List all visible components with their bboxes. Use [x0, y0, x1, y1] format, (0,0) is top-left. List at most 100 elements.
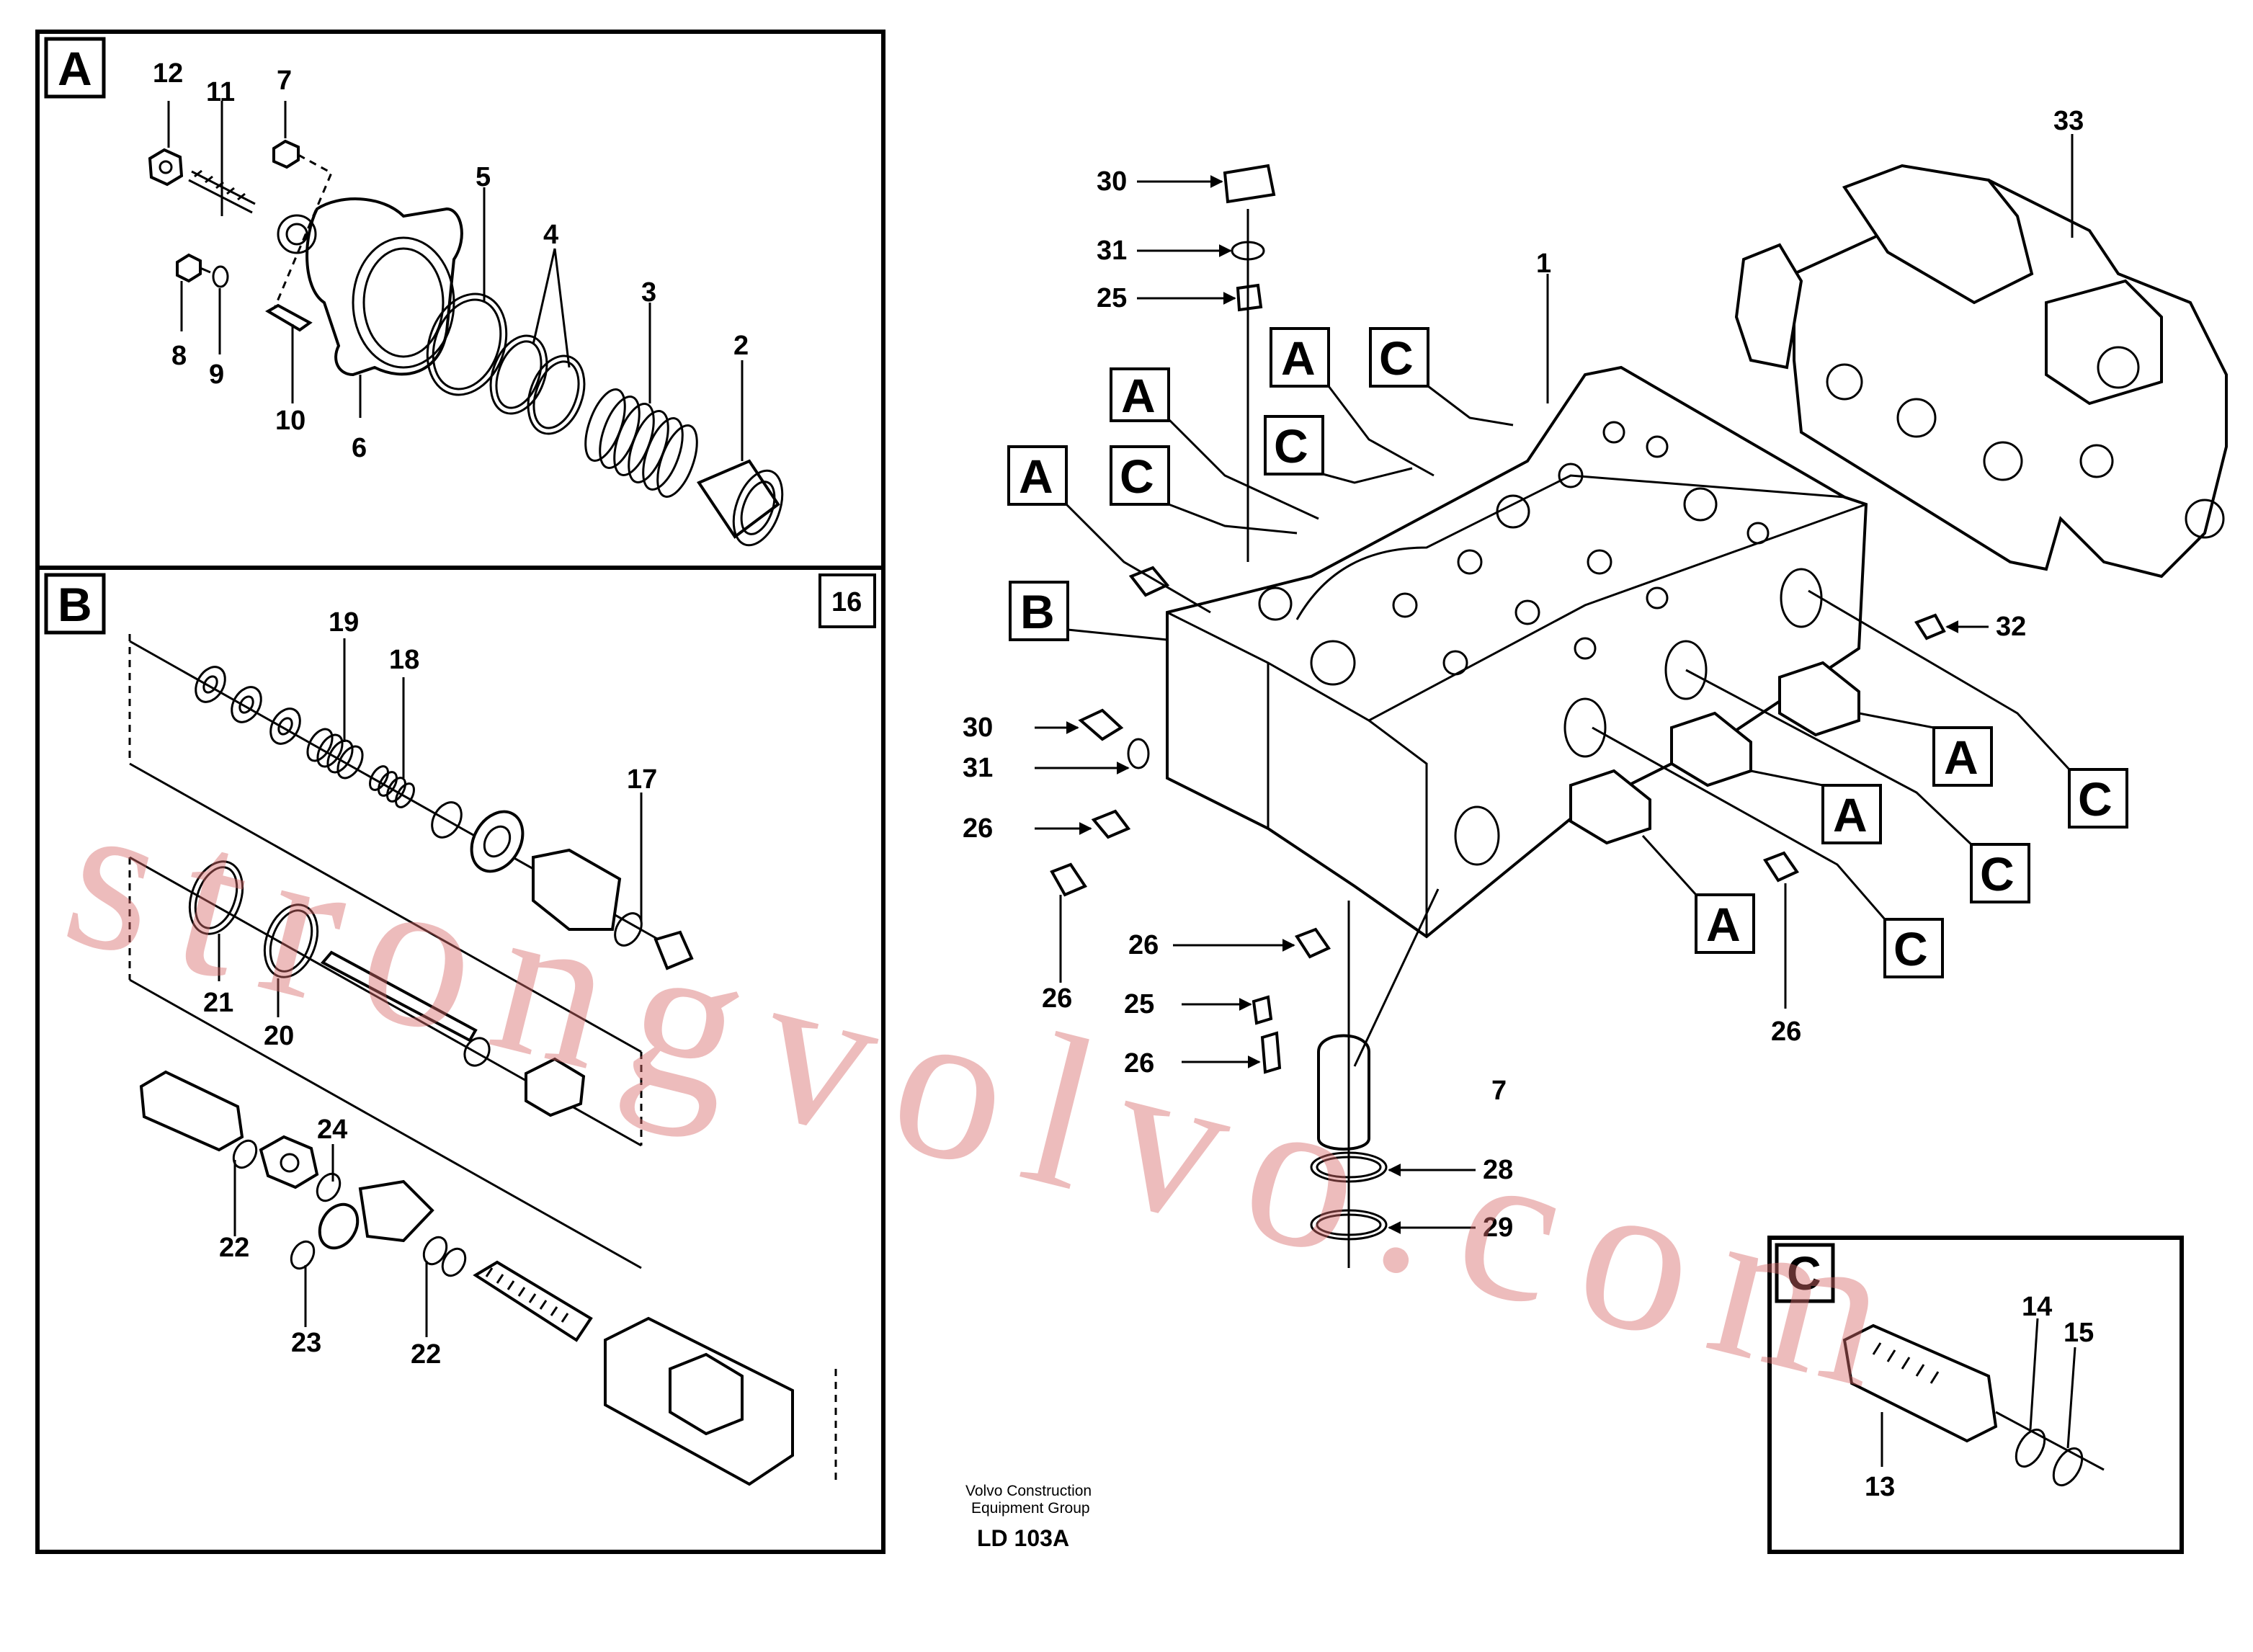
ring-24: [316, 1172, 342, 1202]
label-26e: 26: [1771, 1017, 1801, 1047]
panel-b-label: B: [58, 578, 92, 631]
label-7: 7: [277, 66, 292, 96]
panel-c: C 13 14 15: [1767, 1236, 2184, 1554]
side-port: [1563, 697, 1607, 758]
plug-30: [1078, 708, 1124, 741]
label-26a: 26: [963, 813, 993, 844]
ring-31: [1127, 738, 1150, 769]
top-ports: [1258, 421, 1770, 686]
callout-a-6: A: [1641, 834, 1755, 954]
footer-drawing-code: LD 103A: [977, 1525, 1069, 1551]
label-9: 9: [209, 360, 224, 390]
callout-b: B: [1009, 581, 1168, 641]
panel-a: A: [35, 30, 885, 570]
valve-assembly-33: 33: [1734, 106, 2228, 579]
label-26c: 26: [1042, 983, 1072, 1014]
label-33: 33: [2053, 106, 2084, 136]
cartridge: [1778, 661, 1860, 737]
label-18: 18: [389, 645, 419, 675]
panel-b-ref-box: [818, 573, 876, 628]
coupler: [139, 1070, 244, 1152]
callout-c-3: C: [1110, 445, 1298, 535]
label-20: 20: [264, 1021, 294, 1051]
washer-stack: [195, 666, 301, 745]
callout-a-3: A: [1007, 445, 1211, 614]
svg-text:C: C: [1893, 922, 1928, 975]
svg-text:C: C: [2078, 772, 2113, 826]
label-22b: 22: [411, 1339, 441, 1370]
label-7b: 7: [1491, 1076, 1507, 1106]
panel-a-label: A: [58, 42, 92, 95]
valve-block: 30 31 25 1 30 31 26 26 26 25 26 7 28 29 …: [963, 164, 2026, 1268]
washer: [431, 801, 463, 839]
stem: [473, 1260, 593, 1342]
callout-a-4: A: [1858, 712, 1993, 787]
plug-26c: [1050, 862, 1087, 897]
label-19: 19: [329, 607, 359, 638]
panel-b-label-box: [44, 573, 106, 635]
screw-11: [188, 170, 256, 214]
panel-c-frame: [1767, 1236, 2184, 1554]
svg-text:C: C: [1120, 450, 1154, 503]
washer-9: [212, 265, 229, 288]
ring-4b: [527, 354, 586, 435]
rod: [320, 950, 478, 1042]
label-30b: 30: [963, 713, 993, 743]
screw-10: [265, 303, 313, 332]
top-screw-25: [1236, 283, 1263, 312]
callout-c-6: C: [1592, 726, 1944, 978]
plug-26: [1128, 566, 1170, 597]
label-10: 10: [275, 406, 305, 436]
ring-20: [263, 903, 319, 978]
svg-text:A: A: [1706, 898, 1741, 951]
label-25b: 25: [1124, 989, 1154, 1019]
plug-32: [1914, 613, 1946, 640]
svg-text:A: A: [1019, 450, 1053, 503]
assembly-body: [1793, 178, 2228, 579]
svg-text:B: B: [1020, 585, 1055, 638]
callout-c-5: C: [1685, 669, 2030, 903]
label-8: 8: [171, 341, 187, 371]
label-32: 32: [1996, 612, 2026, 642]
ring-21: [188, 860, 244, 935]
label-12: 12: [153, 58, 183, 89]
label-6: 6: [352, 433, 367, 463]
panel-a-label-box: [44, 37, 106, 99]
label-25: 25: [1097, 283, 1127, 313]
plug-7: [272, 139, 300, 169]
label-15: 15: [2064, 1318, 2094, 1348]
nut-12: [148, 148, 184, 187]
label-24: 24: [317, 1115, 347, 1145]
cartridge: [1569, 769, 1651, 845]
svg-text:A: A: [1944, 731, 1978, 784]
watermark-text: strongvolvo.com: [46, 750, 1939, 1440]
label-30: 30: [1097, 166, 1127, 197]
label-22: 22: [219, 1233, 249, 1263]
ring-14: [2015, 1428, 2046, 1468]
panel-c-label-box: [1775, 1243, 1835, 1303]
spring-3: [584, 388, 698, 498]
svg-text:A: A: [1121, 369, 1156, 422]
assembly-top: [1842, 164, 2034, 305]
plug-26e: [1762, 851, 1799, 883]
label-23: 23: [291, 1328, 321, 1358]
footer-company-line2: Equipment Group: [971, 1500, 1090, 1517]
bottom-screw-26: [1260, 1031, 1282, 1074]
spool: [532, 848, 622, 931]
panel-b-frame: [35, 566, 885, 1554]
svg-text:C: C: [1379, 331, 1414, 385]
ring-23: [290, 1240, 316, 1270]
fitting: [318, 1202, 360, 1250]
ring-4a: [489, 334, 548, 415]
assembly-end-cap: [1734, 243, 1803, 370]
svg-text:C: C: [1980, 847, 2015, 901]
assembly-block: [2045, 279, 2163, 406]
svg-text:A: A: [1281, 331, 1316, 385]
label-2: 2: [733, 331, 749, 361]
label-26d: 26: [1124, 1048, 1154, 1079]
label-13: 13: [1865, 1472, 1895, 1502]
callout-a-2: A: [1270, 327, 1435, 477]
label-28: 28: [1483, 1155, 1513, 1185]
spring-18: [369, 765, 415, 808]
